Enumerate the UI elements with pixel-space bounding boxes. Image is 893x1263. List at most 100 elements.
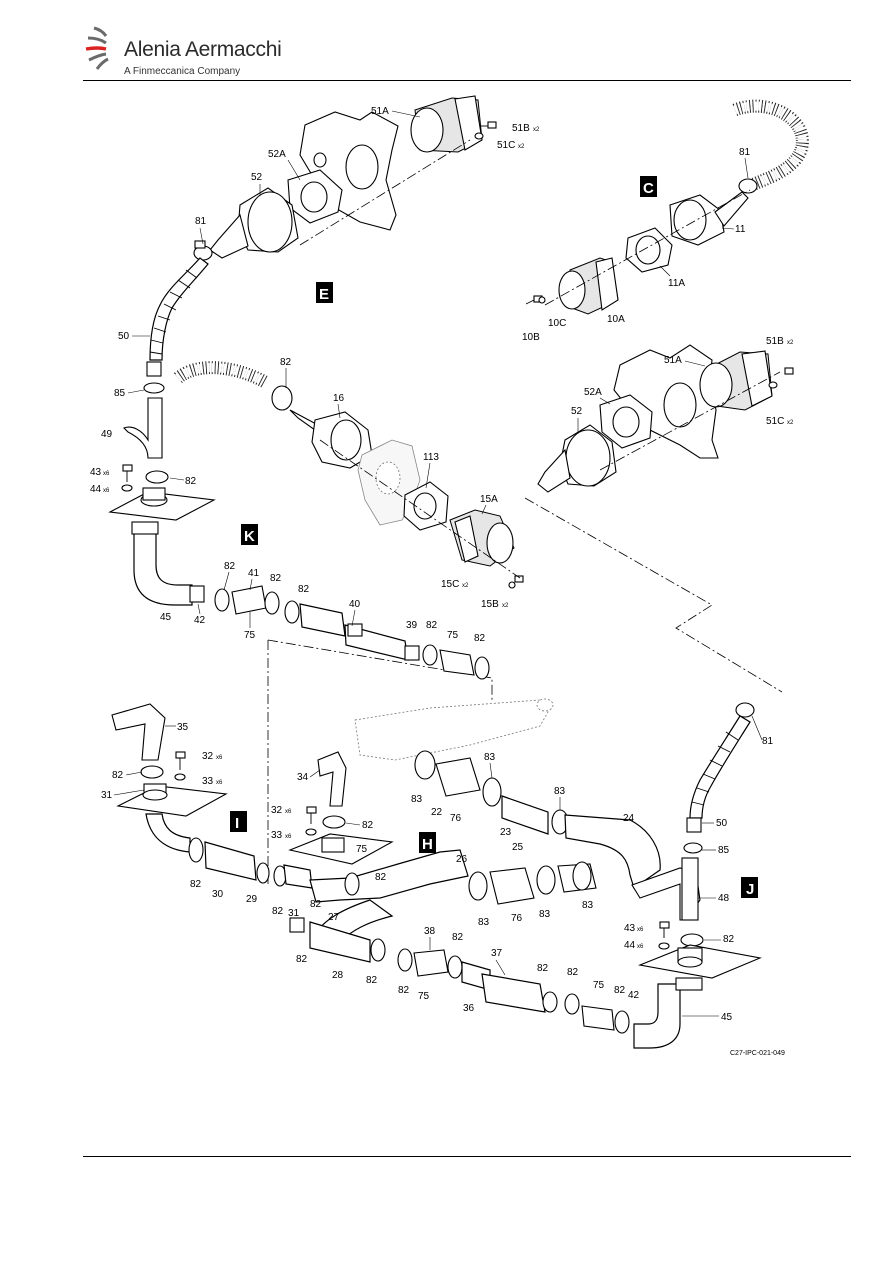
qty-43: x6: [103, 471, 110, 477]
header-rule: [83, 80, 851, 81]
label-30: 30: [212, 889, 224, 900]
label-40: 40: [349, 599, 361, 610]
label-15c: 15C: [441, 579, 459, 590]
label-42: 42: [628, 990, 640, 1001]
label-37: 37: [491, 948, 503, 959]
label-50: 50: [118, 331, 130, 342]
page-header: Alenia Aermacchi A Finmeccanica Company: [0, 0, 893, 82]
view-letter-c: C: [640, 176, 657, 197]
qty-51b: x2: [787, 340, 794, 346]
label-43: 43: [624, 923, 636, 934]
label-82: 82: [362, 820, 374, 831]
label-11: 11: [735, 224, 746, 235]
qty-32: x6: [285, 809, 292, 815]
label-82: 82: [112, 770, 124, 781]
qty-15b: x2: [502, 603, 509, 609]
label-52: 52: [571, 406, 583, 417]
label-38: 38: [424, 926, 436, 937]
view-h-labels: 34 32 x6 82 33 x6 75 82 83 22 76 83 23 8…: [271, 752, 640, 1014]
label-83: 83: [411, 794, 423, 805]
view-letter-j: J: [741, 877, 758, 898]
label-76: 76: [511, 913, 523, 924]
label-82: 82: [270, 573, 282, 584]
label-51b: 51B: [512, 123, 530, 134]
view-letter-e: E: [316, 282, 333, 303]
label-16: 16: [333, 393, 345, 404]
label-82: 82: [452, 932, 464, 943]
qty-43: x6: [637, 927, 644, 933]
label-51a: 51A: [664, 355, 682, 366]
svg-text:C: C: [643, 180, 654, 197]
label-22: 22: [431, 807, 443, 818]
label-76: 76: [450, 813, 462, 824]
label-41: 41: [248, 568, 260, 579]
view-i-labels: 35 32 x6 82 33 x6 31 82 30 29 82 31 82 2…: [101, 722, 378, 986]
label-75: 75: [356, 844, 368, 855]
label-52a: 52A: [584, 387, 602, 398]
label-82: 82: [296, 954, 308, 965]
label-82: 82: [398, 985, 410, 996]
label-29: 29: [246, 894, 258, 905]
label-15a: 15A: [480, 494, 498, 505]
qty-33: x6: [216, 780, 223, 786]
view-k-lower-labels: 45 42 82 41 75 82 82 40 39 82 75 82: [160, 561, 486, 644]
label-75: 75: [593, 980, 605, 991]
label-26: 26: [456, 854, 468, 865]
label-42: 42: [194, 615, 206, 626]
label-82: 82: [224, 561, 236, 572]
label-83: 83: [539, 909, 551, 920]
label-82: 82: [426, 620, 438, 631]
qty-51c: x2: [787, 420, 794, 426]
view-letter-i: I: [230, 811, 247, 832]
label-82: 82: [474, 633, 486, 644]
label-82: 82: [567, 967, 579, 978]
label-51c: 51C: [766, 416, 784, 427]
qty-15c: x2: [462, 583, 469, 589]
view-k-pipe-run: 45 42 82 41 75 82 82 40 39 82 75 82: [131, 521, 490, 680]
label-24: 24: [623, 813, 635, 824]
brand-name: Alenia Aermacchi: [124, 38, 282, 61]
label-82: 82: [366, 975, 378, 986]
label-33: 33: [271, 830, 283, 841]
label-75: 75: [447, 630, 459, 641]
label-82: 82: [537, 963, 549, 974]
svg-text:H: H: [422, 836, 433, 853]
label-51c: 51C: [497, 140, 515, 151]
label-83: 83: [478, 917, 490, 928]
alenia-aermacchi-swoosh-logo: [85, 26, 109, 70]
label-32: 32: [271, 805, 283, 816]
view-h-assembly: 34 32 x6 82 33 x6 75 82 83 22 76 83 23 8…: [271, 750, 661, 1034]
label-36: 36: [463, 1003, 475, 1014]
label-85: 85: [718, 845, 730, 856]
label-52: 52: [251, 172, 263, 183]
label-39: 39: [406, 620, 418, 631]
view-c-assembly: 81 11 11A 10A 10C 10B: [522, 99, 809, 343]
qty-51c: x2: [518, 144, 525, 150]
label-44: 44: [624, 940, 636, 951]
label-48: 48: [718, 893, 730, 904]
label-15b: 15B: [481, 599, 499, 610]
view-i-assembly: 35 32 x6 82 33 x6 31 82 30 29 82 31 82 2…: [101, 703, 469, 986]
label-82: 82: [280, 357, 292, 368]
label-83: 83: [484, 752, 496, 763]
label-27: 27: [328, 912, 340, 923]
label-45: 45: [721, 1012, 733, 1023]
label-81: 81: [762, 736, 774, 747]
label-44: 44: [90, 484, 102, 495]
view-letter-h: H: [419, 832, 436, 853]
view-k-upper-labels: 82 16 113 15A 15C x2 15B x2: [280, 357, 509, 610]
view-e-assembly: 51A 51B x2 51C x2 52A 52 81 50 85 49 43 …: [90, 95, 540, 521]
label-82: 82: [310, 899, 322, 910]
label-82: 82: [190, 879, 202, 890]
label-34: 34: [297, 772, 309, 783]
right-upper-labels: 51B x2 51A 52A 52 51C x2: [571, 336, 794, 432]
label-10b: 10B: [522, 332, 540, 343]
label-82: 82: [375, 872, 387, 883]
label-75: 75: [244, 630, 256, 641]
view-letter-k: K: [241, 524, 258, 545]
label-81: 81: [195, 216, 207, 227]
label-33: 33: [202, 776, 214, 787]
label-49: 49: [101, 429, 113, 440]
label-45: 45: [160, 612, 172, 623]
